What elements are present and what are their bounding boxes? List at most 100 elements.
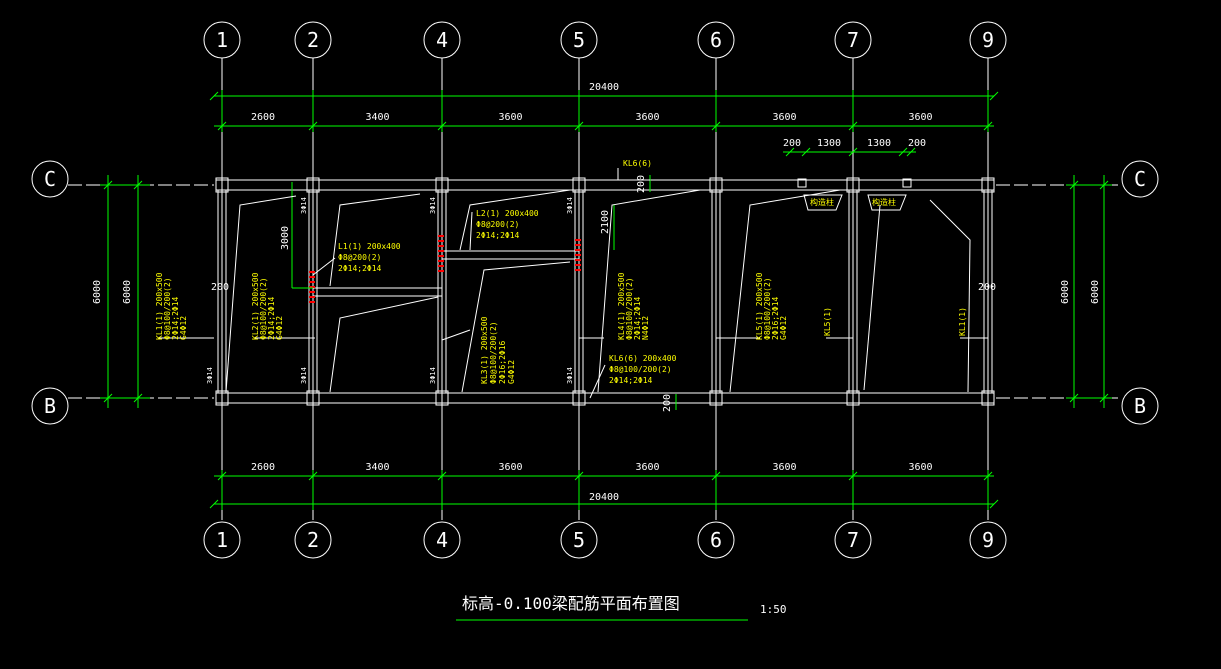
axis-label-B: B (1134, 394, 1146, 418)
dim-text-200: 200 (211, 282, 229, 293)
axis-label-7: 7 (847, 528, 859, 552)
dim-text-bottom-span: 2600 (251, 462, 275, 473)
annotation-kl1: G4Φ12 (179, 316, 188, 340)
leader-lines (158, 168, 988, 399)
hatch-leader (225, 195, 297, 393)
axis-bubble-4 (423, 21, 461, 59)
dimension-lines (100, 90, 1112, 510)
axis-label-2: 2 (307, 528, 319, 552)
annotation-kl6: KL6(6) 200x400 (609, 354, 677, 363)
dim-text-200: 200 (662, 394, 673, 412)
annotation-kl6: Φ8@100/200(2) (609, 365, 672, 374)
dim-text-right-inner: 6000 (1060, 280, 1071, 304)
column (306, 390, 320, 406)
annotation-kl6: 2Φ14;2Φ14 (609, 376, 653, 385)
axis-bubble-7 (834, 21, 872, 59)
hatch-leader (863, 204, 881, 391)
axis-bubble-1 (203, 521, 241, 559)
axis-bubble-B (31, 387, 69, 425)
axis-bubble-7 (834, 521, 872, 559)
axis-bubble-4 (423, 521, 461, 559)
axis-label-1: 1 (216, 28, 228, 52)
axis-bubble-C (1121, 160, 1159, 198)
axis-label-C: C (44, 167, 56, 191)
axis-label-7: 7 (847, 28, 859, 52)
hatch-leader (597, 189, 701, 393)
annotation-leader (441, 329, 471, 341)
dim-tick (906, 147, 916, 157)
axis-label-5: 5 (573, 28, 585, 52)
dim-text-bottom-span: 3600 (635, 462, 659, 473)
dim-tick (989, 499, 999, 509)
column (306, 177, 320, 193)
annotation-leader (617, 168, 650, 181)
annotation-kl4: N4Φ12 (641, 316, 650, 340)
axis-label-6: 6 (710, 28, 722, 52)
dim-text-bottom-span: 3600 (498, 462, 522, 473)
axis-label-6: 6 (710, 528, 722, 552)
annotation-kl2: Φ8@100/200(2) (259, 277, 268, 340)
annotation-kl5: Φ8@100/200(2) (763, 277, 772, 340)
column (572, 177, 586, 193)
dim-text-right-outer: 6000 (1090, 280, 1101, 304)
grid-lines (68, 58, 1122, 520)
column (435, 390, 449, 406)
dim-tick (989, 91, 999, 101)
column (709, 390, 723, 406)
construction-column (902, 178, 912, 188)
annotation-kl1: 2Φ14;2Φ14 (171, 296, 180, 340)
column (435, 177, 449, 193)
dim-text-top-detail: 1300 (817, 138, 841, 149)
dim-text-top-detail: 200 (783, 138, 801, 149)
column-tag-box (803, 194, 843, 211)
hatch-leader (329, 296, 439, 393)
axis-bubble-6 (697, 521, 735, 559)
dim-text-top-span: 3400 (365, 112, 389, 123)
annotation-kl2: KL2(1) 200x500 (251, 272, 260, 340)
column (846, 390, 860, 406)
annotation-kl4: KL4(1) 200x500 (617, 272, 626, 340)
rebar-label-3c14: 3Φ14 (566, 197, 574, 214)
dim-tick (801, 147, 811, 157)
annotation-kl5: G4Φ12 (779, 316, 788, 340)
dim-text-bottom-span: 3400 (365, 462, 389, 473)
axis-label-4: 4 (436, 528, 448, 552)
dim-text-top-total: 20400 (589, 82, 619, 93)
annotation-kl2: G4Φ12 (275, 316, 284, 340)
drawing-texts: 2040020400260026003400340036003600360036… (92, 82, 1101, 621)
dim-text-top-span: 2600 (251, 112, 275, 123)
construction-column (797, 178, 807, 188)
axis-bubble-1 (203, 21, 241, 59)
dim-text-left-outer: 6000 (92, 280, 103, 304)
annotation-kl3: KL3(1) 200x500 (480, 316, 489, 384)
axis-bubble-5 (560, 21, 598, 59)
column (981, 177, 995, 193)
annotation-l1: L1(1) 200x400 (338, 242, 401, 251)
annotation-kl4: 2Φ14;2Φ14 (633, 296, 642, 340)
hatch-leader (459, 189, 571, 251)
dim-tick (848, 147, 858, 157)
axis-label-9: 9 (982, 528, 994, 552)
column-tag-box (867, 194, 907, 211)
annotation-l1: Φ8@200(2) (338, 253, 381, 262)
annotation-kl1: Φ8@100/200(2) (163, 277, 172, 340)
dim-tick (898, 147, 908, 157)
dim-text-bottom-span: 3600 (772, 462, 796, 473)
axis-bubble-9 (969, 21, 1007, 59)
annotation-kl3: G4Φ12 (507, 360, 516, 384)
axis-bubble-C (31, 160, 69, 198)
axis-bubble-2 (294, 21, 332, 59)
dim-tick (209, 91, 219, 101)
rebar-label-3c14: 3Φ14 (206, 367, 214, 384)
axis-label-1: 1 (216, 528, 228, 552)
dim-text-3000: 3000 (280, 226, 291, 250)
column (981, 390, 995, 406)
dim-text-top-span: 3600 (498, 112, 522, 123)
rebar-label-3c14: 3Φ14 (429, 197, 437, 214)
hatch-leader (729, 189, 841, 393)
axis-label-2: 2 (307, 28, 319, 52)
column (709, 177, 723, 193)
column (572, 390, 586, 406)
drawing-scale: 1:50 (760, 603, 787, 616)
